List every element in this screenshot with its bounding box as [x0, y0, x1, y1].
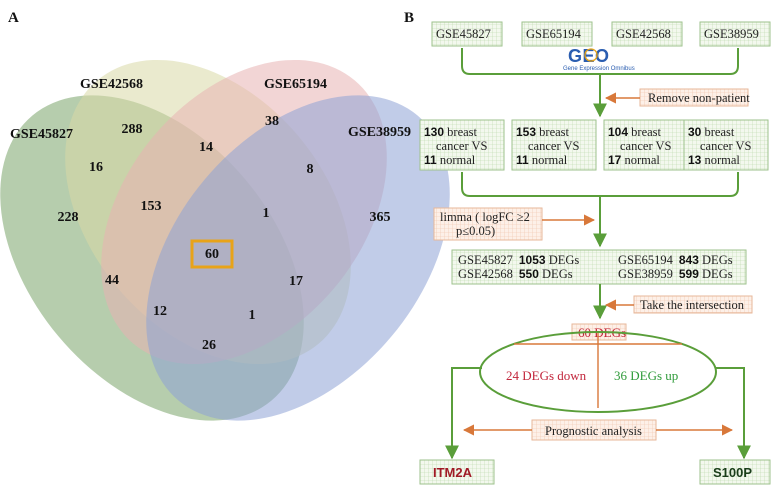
venn-count: 12	[153, 304, 167, 319]
venn-count: 17	[289, 274, 303, 289]
bracket-line	[461, 172, 739, 197]
panel-a-label: A	[8, 10, 19, 26]
gene-box-down	[419, 459, 495, 485]
venn-count: 228	[58, 210, 79, 225]
venn-count: 14	[199, 140, 213, 155]
svg-text:30 breast: 30 breast	[688, 125, 735, 139]
oval-down-label: 24 DEGs down	[506, 368, 587, 383]
svg-text:11 normal: 11 normal	[516, 153, 568, 167]
dataset-box	[521, 21, 593, 47]
venn-label-gse42568: GSE42568	[80, 77, 143, 92]
svg-text:cancer VS: cancer VS	[528, 139, 580, 153]
venn-label-gse38959: GSE38959	[348, 125, 411, 140]
degs-box	[451, 249, 747, 285]
step-limma-line1: limma ( logFC ≥2	[440, 210, 530, 224]
dataset-label: GSE38959	[704, 27, 759, 41]
geo-logo: GEO Gene Expression Omnibus	[563, 46, 635, 72]
svg-text:104 breast: 104 breast	[608, 125, 662, 139]
panel-a: A GSE45827 GSE42568 GSE65194 GSE38959 22…	[0, 10, 450, 421]
venn-label-gse65194: GSE65194	[264, 77, 327, 92]
step-limma-line2: p≤0.05)	[456, 224, 495, 238]
venn-count: 365	[370, 210, 391, 225]
sample-box-1: 130 breast cancer VS 11 normal	[419, 119, 505, 171]
dataset-box	[431, 21, 503, 47]
sample-box-2: 153 breast cancer VS 11 normal	[511, 119, 597, 171]
geo-logo-ring	[584, 48, 598, 62]
svg-text:13 normal: 13 normal	[688, 153, 740, 167]
gene-up-label: S100P	[713, 465, 752, 480]
sample-box-4: 30 breast cancer VS 13 normal	[683, 119, 769, 171]
venn-set-gse38959	[146, 95, 450, 421]
panel-b-label: B	[404, 10, 414, 26]
dataset-box	[699, 21, 771, 47]
panel-b: B GSE45827 GSE65194 GSE42568 GSE38959 GE…	[404, 10, 771, 485]
svg-text:cancer VS: cancer VS	[620, 139, 672, 153]
dataset-label: GSE42568	[616, 27, 671, 41]
venn-count: 26	[202, 338, 216, 353]
venn-count: 38	[265, 114, 279, 129]
step-remove-label: Remove non-patient	[648, 91, 750, 105]
degs-oval	[479, 331, 717, 413]
venn-count: 1	[249, 308, 256, 323]
svg-text:cancer VS: cancer VS	[436, 139, 488, 153]
step-intersection-label: Take the intersection	[640, 298, 745, 312]
dataset-box	[611, 21, 683, 47]
branch-line-up	[716, 367, 751, 460]
gene-box-up	[699, 459, 771, 485]
svg-text:153 breast: 153 breast	[516, 125, 570, 139]
venn-count-all-four: 60	[205, 247, 219, 262]
venn-count: 44	[105, 273, 119, 288]
svg-text:cancer VS: cancer VS	[700, 139, 752, 153]
dataset-label: GSE45827	[436, 27, 491, 41]
dataset-label: GSE65194	[526, 27, 582, 41]
venn-count: 288	[122, 122, 143, 137]
venn-label-gse45827: GSE45827	[10, 127, 73, 142]
highlight-box	[190, 239, 234, 269]
gene-down-label: ITM2A	[433, 465, 473, 480]
geo-logo-subtitle: Gene Expression Omnibus	[563, 66, 635, 72]
venn-count: 16	[89, 160, 103, 175]
venn-count: 8	[307, 162, 314, 177]
geo-logo-text: GEO	[568, 46, 610, 66]
step-prognostic-label: Prognostic analysis	[545, 424, 642, 438]
svg-text:130 breast: 130 breast	[424, 125, 478, 139]
venn-count: 153	[141, 199, 162, 214]
svg-text:11 normal: 11 normal	[424, 153, 476, 167]
annotation-box	[433, 207, 543, 241]
venn-count: 1	[263, 206, 270, 221]
branch-line-down	[445, 367, 482, 460]
oval-up-label: 36 DEGs up	[614, 368, 678, 383]
sample-box-3: 104 breast cancer VS 17 normal	[603, 119, 689, 171]
svg-text:17 normal: 17 normal	[608, 153, 660, 167]
